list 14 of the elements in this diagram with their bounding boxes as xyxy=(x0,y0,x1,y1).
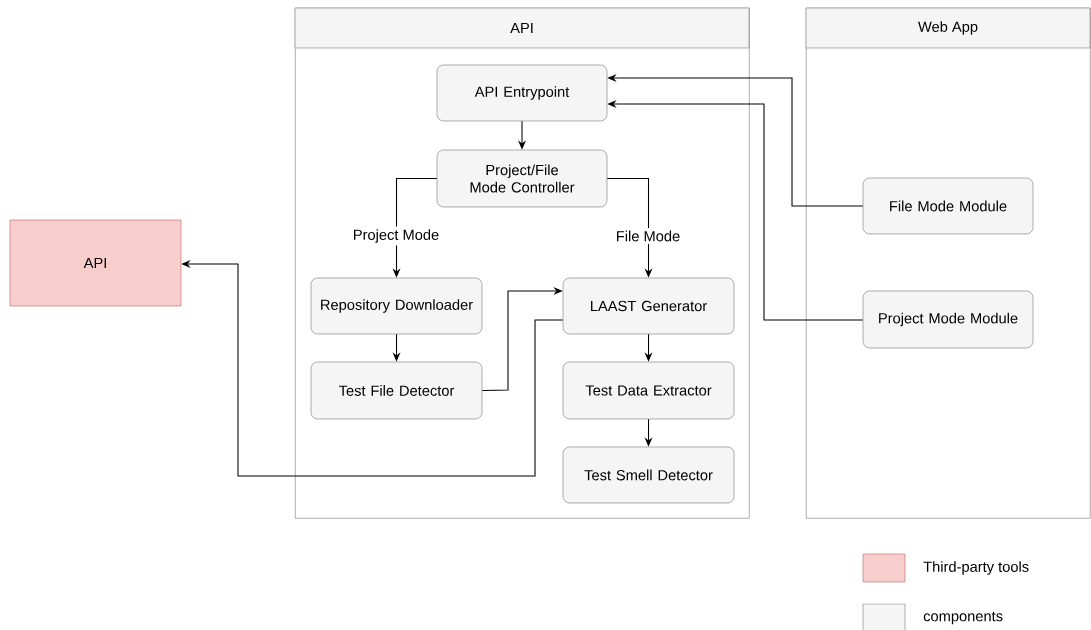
component-box: Test File Detector xyxy=(310,361,483,420)
edge-label: File Mode xyxy=(613,227,683,245)
legend-label: Third-party tools xyxy=(923,561,1029,575)
legend-label: components xyxy=(923,611,1003,625)
component-box: Test Data Extractor xyxy=(562,361,735,420)
edge-label: Project Mode xyxy=(350,226,442,246)
component-box: Test Smell Detector xyxy=(562,446,735,504)
component-box: File Mode Module xyxy=(862,177,1034,235)
tool-box: API xyxy=(9,219,182,307)
component-box: Project Mode Module xyxy=(862,290,1034,349)
component-box: API Entrypoint xyxy=(436,64,608,122)
component-box: Project/File Mode Controller xyxy=(436,149,608,208)
component-box: LAAST Generator xyxy=(562,277,735,335)
component-box: Repository Downloader xyxy=(310,277,483,335)
